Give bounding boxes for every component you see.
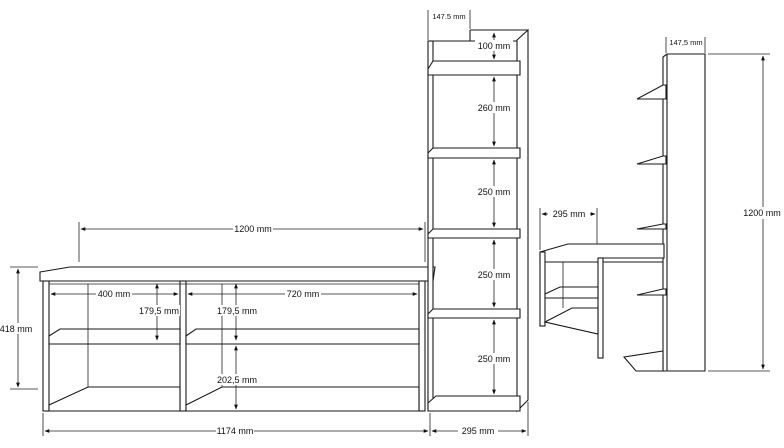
tv-divider (179, 280, 187, 412)
tower-shelf-3 (427, 228, 521, 239)
dim-tv-left-compartment: 400 mm (98, 289, 131, 299)
dim-tv-bottom-width: 1174 mm (217, 426, 254, 436)
tower-left-panel (427, 40, 434, 412)
dim-tv-upper-left-height: 179,5 mm (139, 306, 179, 316)
dim-tv-upper-right-height: 179,5 mm (217, 306, 257, 316)
tower-bottom-shelf (427, 395, 521, 412)
dim-side-top-width: 147,5 mm (669, 38, 702, 47)
side-shelf-5 (622, 350, 664, 372)
side-shelf-4 (636, 288, 667, 296)
side-low-bottom-shelf (543, 307, 599, 335)
dim-tv-top-width: 1200 mm (234, 224, 272, 234)
tower-shelf-2 (427, 147, 521, 159)
tv-right-panel (418, 280, 426, 412)
side-back-panel (662, 53, 706, 372)
dim-tower-shelf-3: 250 mm (478, 270, 511, 280)
dim-side-depth: 295 mm (553, 209, 586, 219)
dim-tower-shelf-1: 260 mm (478, 103, 511, 113)
dim-tv-total-height: 418 mm (0, 324, 32, 334)
side-low-front (539, 251, 546, 327)
dim-tv-right-compartment: 720 mm (287, 289, 320, 299)
side-shelf-1 (636, 84, 667, 100)
dim-tv-lower-right-height: 202,5 mm (217, 375, 257, 385)
tower-shelf-1 (427, 60, 521, 76)
side-low-back (597, 257, 604, 359)
dim-tower-depth-bottom: 295 mm (462, 426, 495, 436)
side-low-top (539, 243, 665, 263)
side-view (539, 53, 706, 372)
dim-tower-shelf-2: 250 mm (478, 187, 511, 197)
tv-bottom-shelf-right (185, 386, 420, 412)
dim-side-height: 1200 mm (743, 208, 781, 218)
tv-left-panel (42, 280, 50, 412)
side-shelf-3 (636, 223, 667, 230)
dim-tower-shelf-4: 250 mm (478, 354, 511, 364)
tv-top-board (39, 266, 436, 282)
tower-unit (427, 28, 529, 413)
tv-unit (39, 266, 436, 412)
tower-shelf-4 (427, 308, 521, 319)
dim-tower-top-width: 147.5 mm (432, 12, 465, 21)
tv-bottom-shelf-left (48, 386, 181, 412)
tv-middle-shelf-right (185, 328, 420, 345)
side-shelf-2 (636, 155, 667, 165)
tv-middle-shelf-left (48, 328, 181, 345)
tower-right-panel (516, 28, 529, 413)
side-low-mid-shelf (544, 286, 599, 299)
dim-tower-top-gap: 100 mm (478, 41, 511, 51)
